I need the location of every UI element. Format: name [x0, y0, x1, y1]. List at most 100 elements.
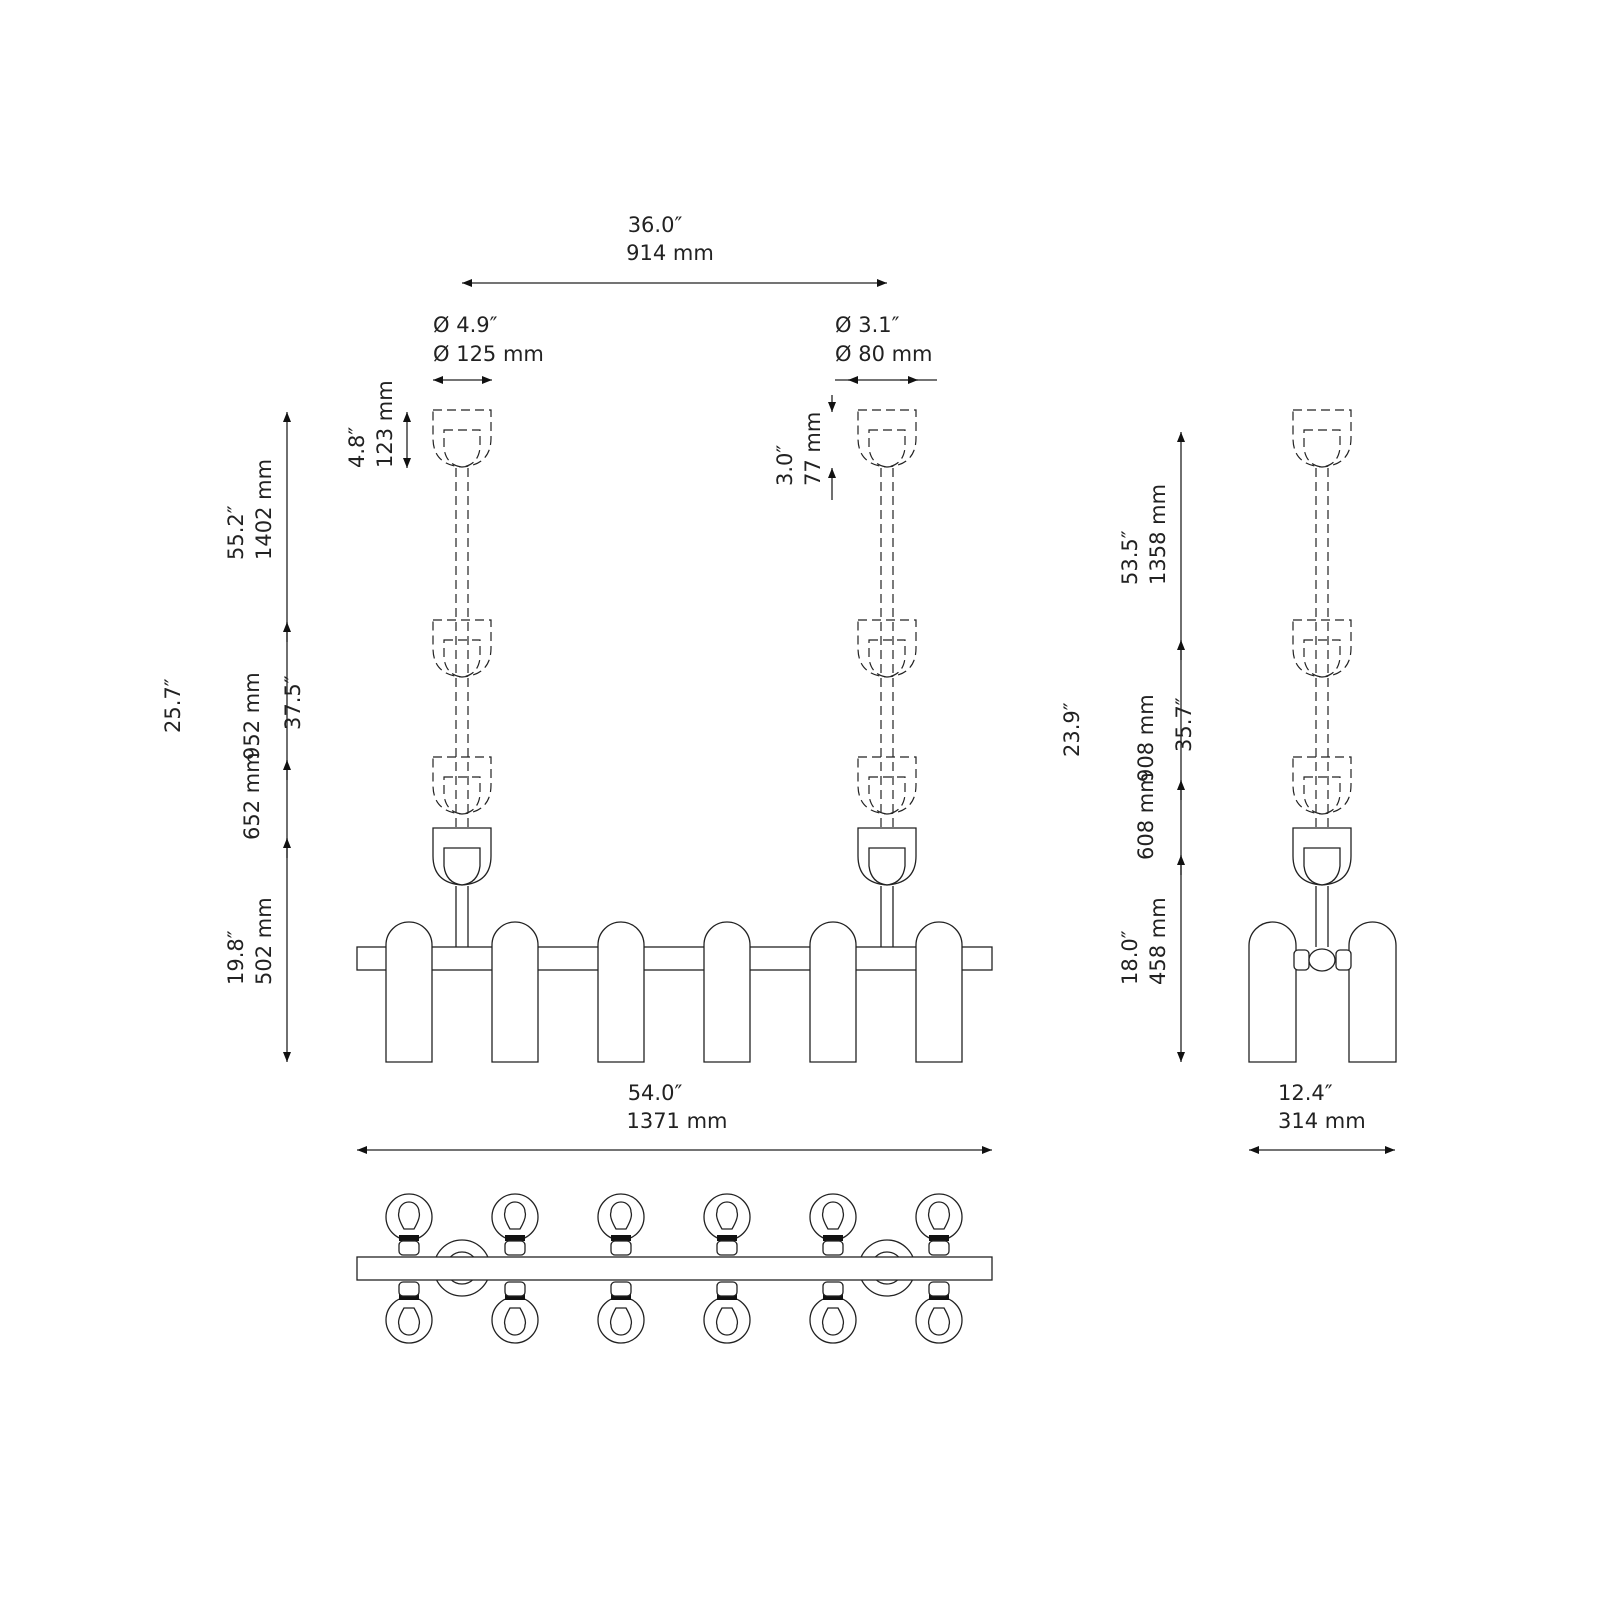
- side-min-drop-in: 23.9″: [1060, 702, 1084, 757]
- side-pendant-rod: [1315, 886, 1329, 947]
- top-bulb-top-3: [609, 1201, 633, 1230]
- top-bulb-bottom-5-socket: [822, 1281, 844, 1297]
- dim-width-between-mm: 914 mm: [626, 241, 714, 265]
- front-pendant-right-canopy: [857, 827, 917, 886]
- top-bulb-top-2-collar: [505, 1235, 525, 1241]
- dim-width-between-in: 36.0″: [628, 213, 683, 237]
- top-bulb-top-4: [715, 1201, 739, 1230]
- top-bar: [356, 1256, 993, 1281]
- side-min-drop-mm: 608 mm: [1134, 772, 1158, 860]
- dim-canopy-left-dia-mm: Ø 125 mm: [433, 342, 544, 366]
- dim-canopy-right-h-in: 3.0″: [773, 445, 797, 486]
- front-pendant-right-canopy-max-inner: [868, 429, 906, 468]
- top-bulb-top-3-socket: [610, 1240, 632, 1256]
- top-bulb-bottom-3-shade: [597, 1296, 645, 1344]
- top-bulb-top-2: [503, 1201, 527, 1230]
- top-bulb-bottom-5-collar: [823, 1294, 843, 1300]
- front-bar: [356, 946, 993, 971]
- side-shade-left: [1248, 921, 1297, 1063]
- side-shade-right: [1348, 921, 1397, 1063]
- front-shade-6: [915, 921, 963, 1063]
- side-joint-center: [1308, 948, 1336, 972]
- top-bulb-top-4-shade: [703, 1193, 751, 1241]
- top-bulb-top-4-collar: [717, 1235, 737, 1241]
- top-bulb-bottom-2-socket: [504, 1281, 526, 1297]
- front-pendant-right-rod: [880, 886, 894, 947]
- side-pendant-canopy-max: [1292, 409, 1352, 468]
- front-pendant-left-canopy-max-inner: [443, 429, 481, 468]
- side-fixture-height-mm: 458 mm: [1146, 897, 1170, 985]
- dim-mid-drop-mm: 952 mm: [240, 672, 264, 760]
- front-pendant-right-canopy-min-inner: [868, 776, 906, 815]
- top-bulb-bottom-6-shade: [915, 1296, 963, 1344]
- dim-overall-width-in: 54.0″: [628, 1081, 683, 1105]
- top-bulb-top-2-shade: [491, 1193, 539, 1241]
- front-pendant-left-canopy-inner: [443, 847, 481, 886]
- top-bulb-top-2-socket: [504, 1240, 526, 1256]
- side-joint-left: [1293, 949, 1310, 971]
- dim-canopy-left-h-mm: 123 mm: [373, 380, 397, 468]
- top-bulb-top-1-socket: [398, 1240, 420, 1256]
- dim-max-drop-in: 55.2″: [224, 505, 248, 560]
- side-pendant-canopy-max-inner: [1303, 429, 1341, 468]
- top-bulb-bottom-3-collar: [611, 1294, 631, 1300]
- side-depth-in: 12.4″: [1278, 1081, 1333, 1105]
- front-pendant-right-canopy-max: [857, 409, 917, 468]
- top-bulb-bottom-1-shade: [385, 1296, 433, 1344]
- top-bulb-top-6-collar: [929, 1235, 949, 1241]
- top-bulb-bottom-3-socket: [610, 1281, 632, 1297]
- top-bulb-bottom-3: [609, 1307, 633, 1336]
- top-bulb-bottom-1-socket: [398, 1281, 420, 1297]
- dim-canopy-right-h-mm: 77 mm: [801, 412, 825, 486]
- top-bulb-bottom-2-shade: [491, 1296, 539, 1344]
- top-bulb-bottom-1: [397, 1307, 421, 1336]
- top-bulb-bottom-6-socket: [928, 1281, 950, 1297]
- side-pendant-canopy-min-inner: [1303, 776, 1341, 815]
- top-bulb-top-5-socket: [822, 1240, 844, 1256]
- top-bulb-top-4-socket: [716, 1240, 738, 1256]
- front-pendant-left-canopy-mid-inner: [443, 639, 481, 678]
- top-bulb-bottom-2: [503, 1307, 527, 1336]
- top-bulb-bottom-1-collar: [399, 1294, 419, 1300]
- dim-overall-width-mm: 1371 mm: [626, 1109, 727, 1133]
- front-shade-2: [491, 921, 539, 1063]
- top-bulb-bottom-5: [821, 1307, 845, 1336]
- dim-canopy-right-dia-in: Ø 3.1″: [835, 313, 900, 337]
- top-bulb-top-3-shade: [597, 1193, 645, 1241]
- dim-min-drop-in: 25.7″: [161, 678, 185, 733]
- side-pendant-canopy-min: [1292, 756, 1352, 815]
- top-bulb-top-1-collar: [399, 1235, 419, 1241]
- front-pendant-left-canopy: [432, 827, 492, 886]
- front-pendant-right-canopy-mid-inner: [868, 639, 906, 678]
- top-bulb-bottom-5-shade: [809, 1296, 857, 1344]
- front-pendant-left-rod: [455, 886, 469, 947]
- front-pendant-left-canopy-min: [432, 756, 492, 815]
- dim-mid-drop-in: 37.5″: [281, 675, 305, 730]
- top-bulb-top-5: [821, 1201, 845, 1230]
- dim-fixture-height-in: 19.8″: [224, 930, 248, 985]
- dim-max-drop-mm: 1402 mm: [252, 459, 276, 560]
- dim-canopy-right-dia-mm: Ø 80 mm: [835, 342, 933, 366]
- side-max-drop-mm: 1358 mm: [1146, 484, 1170, 585]
- top-bulb-bottom-6-collar: [929, 1294, 949, 1300]
- front-pendant-right-canopy-min: [857, 756, 917, 815]
- top-bulb-top-3-collar: [611, 1235, 631, 1241]
- front-pendant-left-canopy-max: [432, 409, 492, 468]
- side-mid-drop-in: 35.7″: [1172, 697, 1196, 752]
- top-bulb-top-6-shade: [915, 1193, 963, 1241]
- dim-min-drop-mm: 652 mm: [240, 752, 264, 840]
- side-pendant-canopy-mid: [1292, 619, 1352, 678]
- side-mid-drop-mm: 908 mm: [1134, 694, 1158, 782]
- dim-fixture-height-mm: 502 mm: [252, 897, 276, 985]
- side-max-drop-in: 53.5″: [1118, 530, 1142, 585]
- side-pendant-canopy-mid-inner: [1303, 639, 1341, 678]
- front-pendant-left-canopy-min-inner: [443, 776, 481, 815]
- side-pendant-canopy: [1292, 827, 1352, 886]
- top-bulb-bottom-2-collar: [505, 1294, 525, 1300]
- top-bulb-top-1: [397, 1201, 421, 1230]
- top-bulb-top-5-shade: [809, 1193, 857, 1241]
- dim-canopy-left-dia-in: Ø 4.9″: [433, 313, 498, 337]
- top-bulb-bottom-4: [715, 1307, 739, 1336]
- front-pendant-right-canopy-mid: [857, 619, 917, 678]
- top-bulb-top-5-collar: [823, 1235, 843, 1241]
